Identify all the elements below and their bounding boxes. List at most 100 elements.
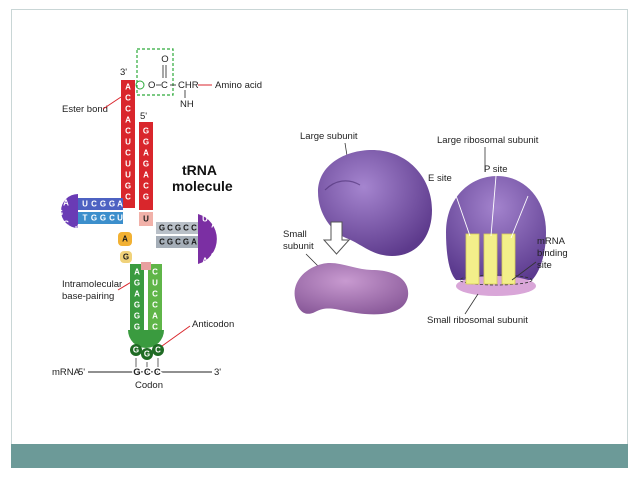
svg-text:G: G [175,224,181,233]
svg-text:C: C [155,346,161,355]
svg-text:G: G [167,238,173,247]
tpsi-loop [198,214,217,264]
svg-text:A: A [143,171,149,180]
svg-text:C: C [143,182,149,191]
svg-text:C: C [175,238,181,247]
svg-text:G: G [134,323,140,332]
svg-text:C: C [152,301,158,310]
svg-text:A: A [152,312,158,321]
acceptor-stem-5-strand [139,122,153,210]
svg-text:G: G [143,160,149,169]
anticodon-arm-bases: AG AG GG CU CC AC [134,268,158,332]
junction-base-g [120,251,132,263]
svg-text:C: C [191,224,197,233]
svg-text:U: U [82,200,88,209]
anticodon-bases: G G C [130,344,164,360]
d-stem-upper [78,198,123,210]
trna-diagram: O O C CHR Amino acid NH 3' 5' AC CA CU C… [52,48,262,391]
svg-text:U: U [125,171,131,180]
svg-text:G: G [134,312,140,321]
svg-text:A: A [125,83,131,92]
mrna-three-prime: 3' [214,367,221,378]
assembled-ribosome-diagram: Large ribosomal subunit P site E site mR… [427,135,568,326]
svg-text:G: G [123,253,129,262]
svg-text:A: A [125,116,131,125]
large-ribosomal-subunit-label: Large ribosomal subunit [437,135,539,146]
e-site-label: E site [428,173,452,184]
assembly-arrow-icon [322,221,351,255]
junction-left [118,232,132,246]
a-site-box [501,233,516,285]
svg-text:A: A [122,235,128,244]
svg-text:G: G [134,279,140,288]
svg-text:G: G [134,301,140,310]
svg-text:C: C [152,323,158,332]
svg-text:G: G [211,252,217,261]
small-subunit-label-line2: subunit [283,241,314,252]
svg-text:A: A [117,200,123,209]
five-prime-label: 5' [140,111,147,122]
svg-text:G: G [143,127,149,136]
ester-o: O [148,80,155,91]
svg-text:C: C [125,127,131,136]
anticodon-stem-right [148,264,162,330]
svg-text:C: C [167,224,173,233]
ribosome-subunits-diagram: Large subunit Small subunit [283,131,432,315]
carbonyl-o: O [161,54,168,65]
codon-bases: G·C·C [133,367,161,378]
svg-text:G: G [217,231,223,240]
mrna-binding-label-line2: binding [537,248,568,259]
chr-group: CHR [178,80,199,91]
tpsi-stem-lower [156,236,198,248]
svg-text:C: C [152,268,158,277]
intramolecular-label-line2: base-pairing [62,291,114,302]
svg-text:G: G [183,238,189,247]
carbon-c: C [161,80,168,91]
amino-acid-label: Amino acid [215,80,262,91]
svg-text:C: C [91,200,97,209]
svg-text:G: G [109,200,115,209]
svg-text:G: G [133,346,139,355]
svg-text:G: G [91,214,97,223]
svg-text:C: C [217,242,223,251]
svg-text:A: A [134,290,140,299]
small-subunit-label-line1: Small [283,229,307,240]
d-loop [61,194,78,228]
svg-text:T: T [83,214,88,223]
e-site-box [465,233,480,285]
svg-text:C: C [159,238,165,247]
codon-label: Codon [135,380,163,391]
svg-text:C: C [125,149,131,158]
svg-text:U: U [117,214,123,223]
svg-text:A: A [202,257,208,266]
svg-text:C: C [63,220,69,229]
three-prime-label: 3' [120,67,127,78]
junction-right [139,212,153,226]
mrna-binding-label-line3: site [537,260,552,271]
svg-text:G: G [143,138,149,147]
svg-text:U: U [143,215,149,224]
svg-text:G·C·C: G·C·C [133,367,161,378]
svg-text:U: U [125,138,131,147]
svg-text:U: U [125,160,131,169]
small-ribosomal-subunit-label: Small ribosomal subunit [427,315,528,326]
mrna-five-prime: 5' [78,367,85,378]
mrna-binding-label-line1: mRNA [537,236,566,247]
p-site-box [483,233,498,285]
svg-text:A: A [211,221,217,230]
acceptor-stem-3-strand [121,80,135,208]
mrna-label: mRNA [52,367,81,378]
ester-bond-label: Ester bond [62,104,108,115]
anticodon-label: Anticodon [192,319,234,330]
svg-text:C: C [125,193,131,202]
nh3-group: NH [180,99,194,110]
svg-text:G: G [125,182,131,191]
svg-text:C: C [183,224,189,233]
trna-title-line1: tRNA [182,162,217,178]
slide-footer-bar [11,444,628,468]
svg-text:U: U [152,279,158,288]
anticodon-stem-left [130,264,144,330]
intramolecular-label-line1: Intramolecular [62,279,122,290]
